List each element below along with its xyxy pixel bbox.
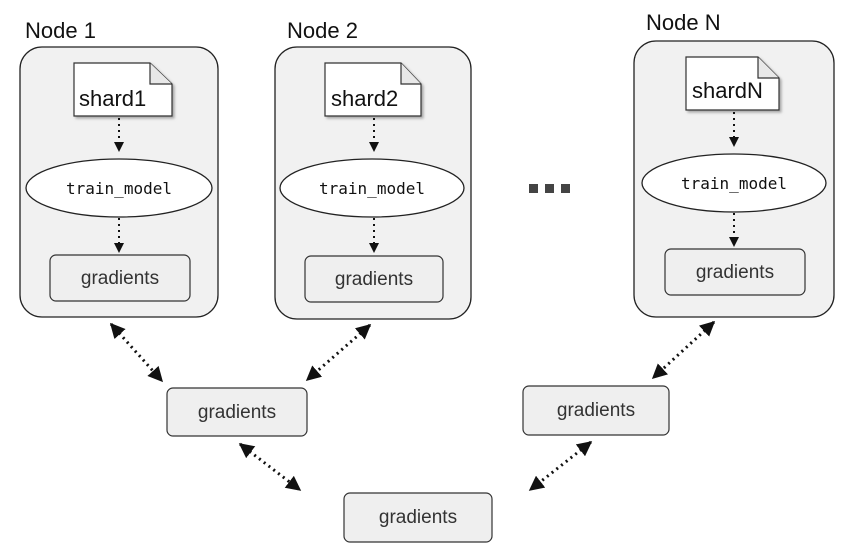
node-n: Node N shardN train_model gradients	[633, 10, 835, 318]
shard-document-icon	[685, 56, 780, 111]
train-model-ellipse	[25, 158, 213, 218]
sync-arrow	[305, 323, 372, 382]
train-model-label: train_model	[681, 174, 787, 193]
gradients-box	[522, 385, 670, 436]
aggregator-left: gradients	[166, 387, 308, 437]
node-2: Node 2 shard2 train_model gradients	[274, 18, 472, 320]
node-title: Node N	[646, 10, 721, 35]
gradients-box	[166, 387, 308, 437]
gradients-box	[343, 492, 493, 543]
sync-arrow	[528, 440, 593, 492]
shard-document-icon	[73, 62, 173, 117]
gradients-box	[49, 254, 191, 302]
more-nodes-ellipsis	[529, 184, 570, 193]
train-model-ellipse	[279, 158, 465, 218]
train-model-label: train_model	[319, 179, 425, 198]
gradients-label: gradients	[557, 400, 635, 421]
gradients-label: gradients	[335, 269, 413, 290]
train-model-ellipse	[641, 153, 827, 213]
train-model-label: train_model	[66, 179, 172, 198]
shard-label: shardN	[692, 78, 763, 103]
shard-document-icon	[324, 62, 422, 117]
gradients-box	[304, 255, 444, 303]
shard-label: shard2	[331, 86, 398, 111]
gradients-label: gradients	[198, 402, 276, 423]
sync-arrow	[651, 320, 716, 380]
gradients-label: gradients	[696, 262, 774, 283]
node-title: Node 1	[25, 18, 96, 43]
gradients-label: gradients	[81, 268, 159, 289]
node-1: Node 1 shard1 train_model gradients	[19, 18, 219, 318]
node-title: Node 2	[287, 18, 358, 43]
sync-arrow	[109, 322, 164, 383]
aggregator-final: gradients	[343, 492, 493, 543]
shard-label: shard1	[79, 86, 146, 111]
aggregator-right: gradients	[522, 385, 670, 436]
sync-arrow	[238, 442, 302, 492]
gradients-label: gradients	[379, 507, 457, 528]
gradients-box	[664, 248, 806, 296]
